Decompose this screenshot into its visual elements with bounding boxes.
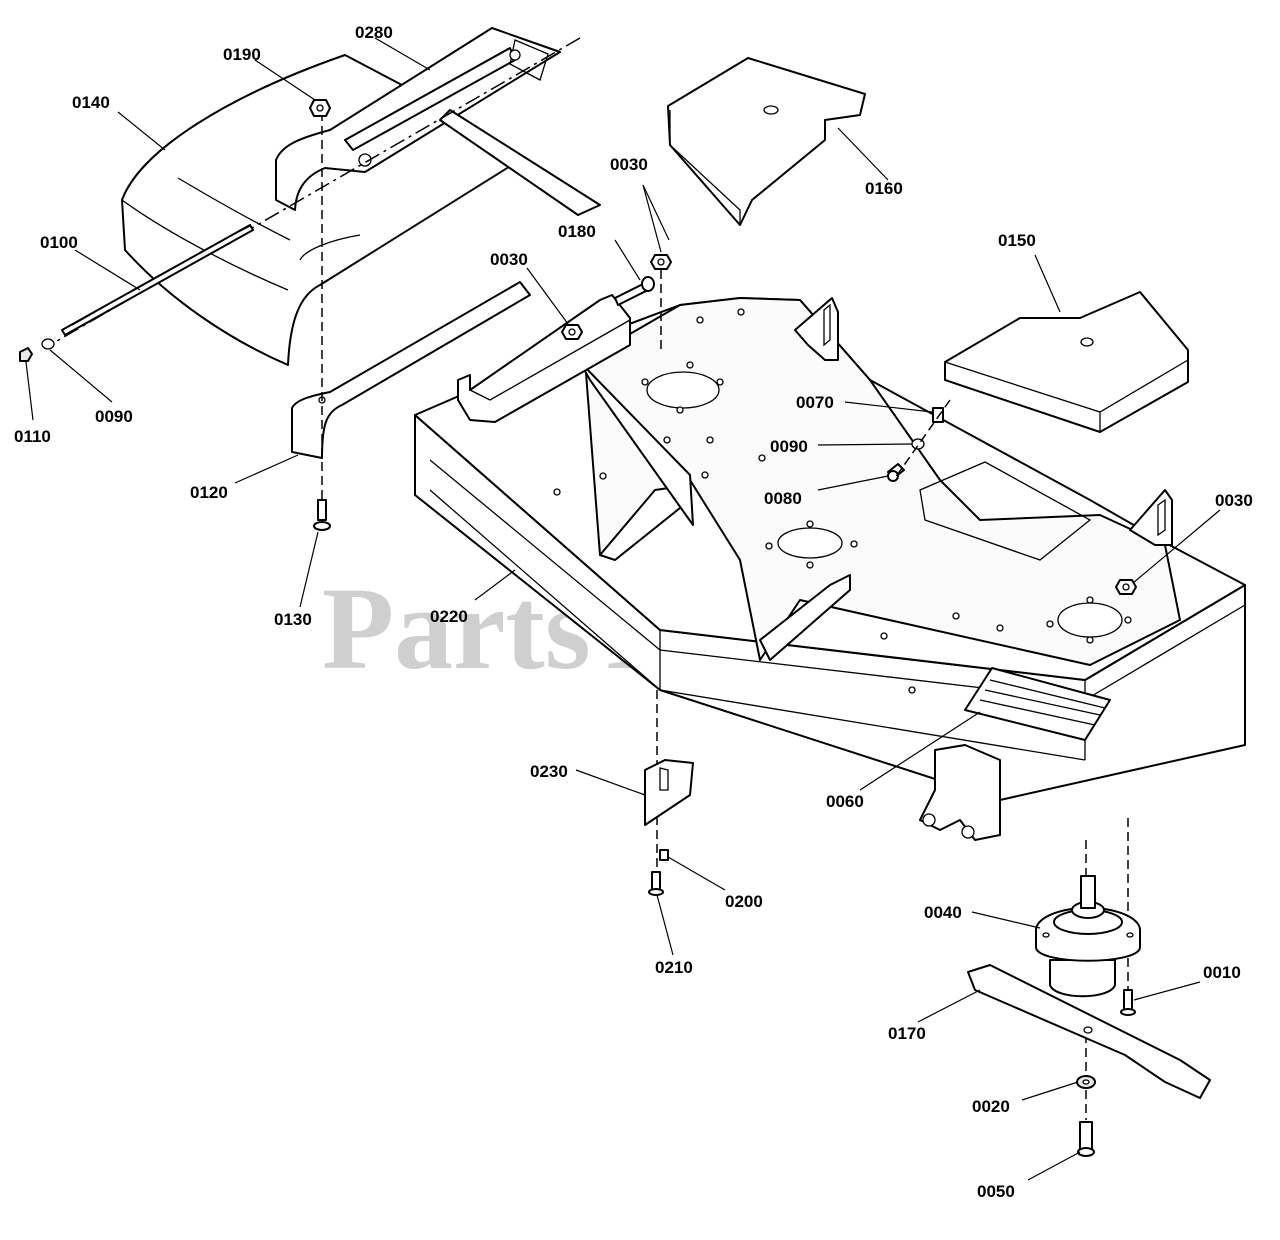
belt-cover-0150 bbox=[944, 291, 1189, 433]
blade-0170 bbox=[967, 964, 1211, 1099]
spindle-0040 bbox=[1035, 875, 1141, 998]
rod-0100 bbox=[61, 224, 254, 336]
callout-0110: 0110 bbox=[14, 427, 51, 446]
washer-0090-left bbox=[41, 338, 55, 350]
callout-0030-top: 0030 bbox=[610, 155, 648, 174]
callout-0230: 0230 bbox=[530, 762, 568, 781]
chute-bracket-0280 bbox=[275, 27, 601, 216]
nut-0030-top bbox=[650, 254, 672, 270]
nut-0110 bbox=[19, 347, 33, 362]
callout-0010: 0010 bbox=[1203, 963, 1241, 982]
callout-0140: 0140 bbox=[72, 93, 110, 112]
callout-0050: 0050 bbox=[977, 1182, 1015, 1201]
callout-0170: 0170 bbox=[888, 1024, 926, 1043]
nut-0200 bbox=[659, 849, 669, 861]
callout-0070: 0070 bbox=[796, 393, 834, 412]
bolt-0050 bbox=[1077, 1121, 1095, 1157]
belt-cover-0160 bbox=[667, 57, 866, 226]
callout-0080: 0080 bbox=[764, 489, 802, 508]
nut-0030-right bbox=[1115, 579, 1137, 595]
callout-0060: 0060 bbox=[826, 792, 864, 811]
callout-0130: 0130 bbox=[274, 610, 312, 629]
callout-0160: 0160 bbox=[865, 179, 903, 198]
callout-labels: 0190 0280 0140 0100 0110 0090 0120 0130 … bbox=[14, 23, 1253, 1201]
callout-0030-mid: 0030 bbox=[490, 250, 528, 269]
mower-deck-0220 bbox=[414, 294, 1246, 841]
screw-0130 bbox=[313, 499, 331, 531]
clip-0070 bbox=[932, 407, 944, 423]
callout-0090-right: 0090 bbox=[770, 437, 808, 456]
nut-0030-mid bbox=[561, 324, 583, 340]
bolt-0180 bbox=[614, 276, 655, 306]
bracket-0230 bbox=[644, 759, 694, 826]
washer-0020 bbox=[1076, 1075, 1096, 1089]
callout-0150: 0150 bbox=[998, 231, 1036, 250]
callout-0120: 0120 bbox=[190, 483, 228, 502]
callout-0180: 0180 bbox=[558, 222, 596, 241]
callout-0220: 0220 bbox=[430, 607, 468, 626]
callout-0040: 0040 bbox=[924, 903, 962, 922]
leader-lines bbox=[25, 37, 1221, 1181]
nut-0190 bbox=[309, 99, 331, 117]
callout-0210: 0210 bbox=[655, 958, 693, 977]
step-plate-0060 bbox=[964, 667, 1111, 741]
callout-0190: 0190 bbox=[223, 45, 261, 64]
callout-0100: 0100 bbox=[40, 233, 78, 252]
callout-0200: 0200 bbox=[725, 892, 763, 911]
callout-0090-left: 0090 bbox=[95, 407, 133, 426]
callout-0020: 0020 bbox=[972, 1097, 1010, 1116]
screw-0210 bbox=[648, 871, 664, 896]
callout-0030-right: 0030 bbox=[1215, 491, 1253, 510]
bolt-0010 bbox=[1120, 989, 1136, 1016]
callout-0280: 0280 bbox=[355, 23, 393, 42]
